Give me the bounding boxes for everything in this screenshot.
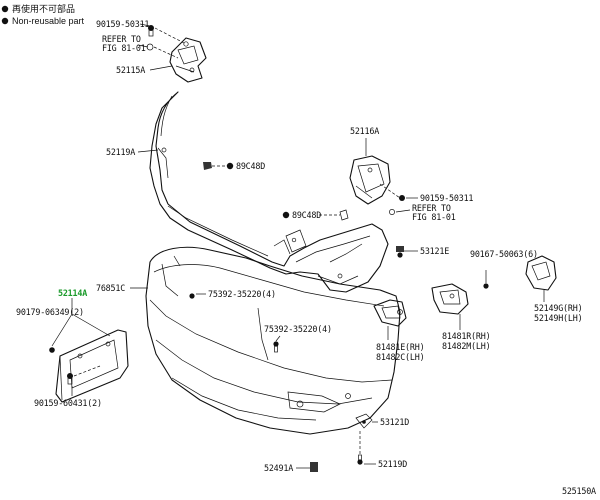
bolt-90159-50311-b <box>379 183 418 215</box>
label-90159-60431: 90159-60431(2) <box>34 398 102 408</box>
label-52149H: 52149H(LH) <box>534 313 582 323</box>
screw-75392-35220-b <box>273 335 281 353</box>
screw-53121E <box>396 246 418 258</box>
label-52491A: 52491A <box>264 463 293 473</box>
label-52119D: 52119D <box>378 459 407 469</box>
bracket-52116A <box>349 155 391 205</box>
screw-75392-35220-a <box>189 293 206 299</box>
screw-90179-06349 <box>49 347 55 353</box>
non-reusable-marker-icon <box>1 17 9 25</box>
label-53121D: 53121D <box>380 417 409 427</box>
label-76851C: 76851C <box>96 283 125 293</box>
clip-52491A <box>296 462 318 472</box>
label-90179-06349: 90179-06349(2) <box>16 307 84 317</box>
label-75392-35220-b: 75392-35220(4) <box>264 324 332 334</box>
label-90159-50311-a: 90159-50311 <box>96 19 149 29</box>
clip-52119D <box>357 430 376 465</box>
label-52116A: 52116A <box>350 126 379 136</box>
clip-89C48D-b <box>282 209 349 221</box>
label-52119A: 52119A <box>106 147 135 157</box>
side-seal-52149G <box>525 255 557 302</box>
license-bracket-52114A <box>55 329 129 403</box>
legend: 再使用不可部品 Non-reusable part <box>1 3 85 26</box>
label-89C48D-b: 89C48D <box>292 210 321 220</box>
label-refer-b-2: FIG 81-01 <box>412 212 456 222</box>
label-52114A: 52114A <box>58 288 87 298</box>
label-89C48D-a: 89C48D <box>236 161 265 171</box>
label-90167-50063: 90167-50063(6) <box>470 249 538 259</box>
label-refer-a-2: FIG 81-01 <box>102 43 146 53</box>
label-81482C: 81482C(LH) <box>376 352 424 362</box>
label-81482M: 81482M(LH) <box>442 341 490 351</box>
clip-89C48D-a <box>203 162 234 170</box>
label-refer-a-1: REFER TO <box>102 34 141 44</box>
bezel-81481E <box>373 299 407 340</box>
label-75392-35220-a: 75392-35220(4) <box>208 289 276 299</box>
label-53121E: 53121E <box>420 246 449 256</box>
bracket-52115A <box>169 37 207 83</box>
retainer-52119A <box>149 91 389 293</box>
label-52149G: 52149G(RH) <box>534 303 582 313</box>
label-81481E: 81481E(RH) <box>376 342 424 352</box>
label-refer-b-1: REFER TO <box>412 203 451 213</box>
legend-text-en: Non-reusable part <box>12 16 85 26</box>
bracket-81481R <box>431 270 489 330</box>
non-reusable-marker-icon <box>1 5 9 13</box>
bumper-cover-76851C <box>145 246 401 435</box>
screw-53121D <box>355 413 378 429</box>
bolt-90159-60431 <box>67 365 101 396</box>
legend-text-jp: 再使用不可部品 <box>12 3 75 14</box>
label-81481R: 81481R(RH) <box>442 331 490 341</box>
label-52115A: 52115A <box>116 65 145 75</box>
label-90159-50311-b: 90159-50311 <box>420 193 473 203</box>
figure-id: 525150A <box>562 486 596 496</box>
